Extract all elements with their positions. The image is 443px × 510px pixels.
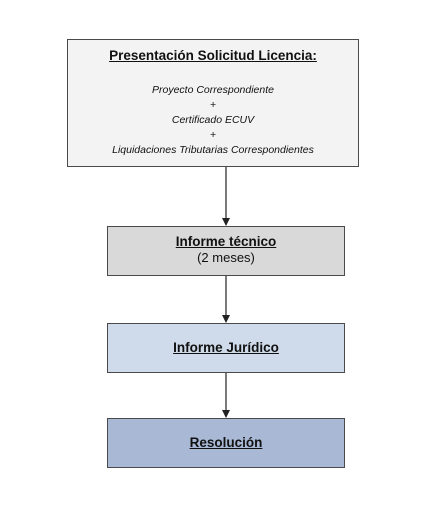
box-informe-tecnico-title: Informe técnico: [175, 234, 277, 249]
requirement-item-liquidaciones: Liquidaciones Tributarias Correspondient…: [112, 144, 314, 156]
requirements-list: Proyecto Correspondiente + Certificado E…: [68, 83, 358, 158]
box-presentacion-title: Presentación Solicitud Licencia:: [109, 48, 317, 63]
box-informe-juridico-title: Informe Jurídico: [173, 340, 279, 355]
box-presentacion-solicitud: Presentación Solicitud Licencia: Proyect…: [67, 39, 359, 167]
box-resolucion-title: Resolución: [189, 435, 263, 450]
box-resolucion: Resolución: [107, 418, 345, 468]
box-informe-tecnico-duration: (2 meses): [197, 250, 255, 265]
plus-separator: +: [209, 99, 217, 111]
box-informe-juridico: Informe Jurídico: [107, 323, 345, 373]
requirement-item-proyecto: Proyecto Correspondiente: [152, 84, 274, 96]
requirement-item-certificado: Certificado ECUV: [171, 114, 255, 126]
plus-separator: +: [209, 129, 217, 141]
box-informe-tecnico: Informe técnico (2 meses): [107, 226, 345, 276]
